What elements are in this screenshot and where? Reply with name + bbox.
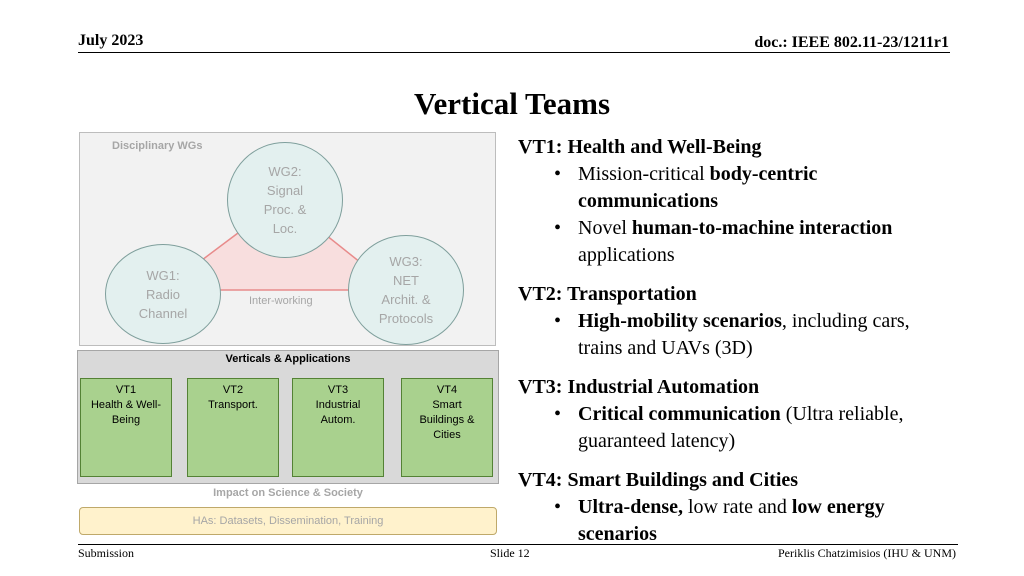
bullet-emphasis: Ultra-dense, [578,496,683,518]
vt1-bullet-2: • Novel human-to-machine interaction app… [518,215,958,269]
bullet-text: Novel [578,217,632,239]
vt3-bullet-1: • Critical communication (Ultra reliable… [518,401,958,455]
vt1-heading: VT1: Health and Well-Being [518,136,762,158]
vertical-teams-list: VT1: Health and Well-Being • Mission-cri… [518,134,958,560]
vt2-bullet-1: • High-mobility scenarios, including car… [518,308,958,362]
footer-slide-number: Slide 12 [490,546,530,560]
has-label: HAs: Datasets, Dissemination, Training [192,515,384,527]
interworking-label: Inter-working [249,295,313,307]
bullet-marker: • [554,403,562,425]
bullet-marker: • [554,163,562,185]
bullet-text: applications [578,244,675,266]
vt1-box: VT1 Health & Well- Being [80,378,172,477]
slide-title: Vertical Teams [413,86,611,121]
header-doc-id: doc.: IEEE 802.11-23/1211r1 [754,34,949,51]
vt4-heading: VT4: Smart Buildings and Cities [518,469,799,491]
wg1-circle: WG1: Radio Channel [105,244,221,344]
bullet-emphasis: body-centric communications [578,163,818,212]
vt4-box: VT4 Smart Buildings & Cities [401,378,493,477]
vt2-heading: VT2: Transportation [518,283,697,305]
bullet-emphasis: High-mobility scenarios [578,310,782,332]
impact-label: Impact on Science & Society [213,487,363,499]
vt2-section: VT2: Transportation • High-mobility scen… [518,281,958,362]
bullet-emphasis: low energy scenarios [578,496,885,545]
header-rule [78,52,950,53]
vt2-box: VT2 Transport. [187,378,279,477]
footer-rule [78,544,958,545]
bullet-text: Mission-critical [578,163,710,185]
vt1-section: VT1: Health and Well-Being • Mission-cri… [518,134,958,269]
bullet-marker: • [554,310,562,332]
vt4-section: VT4: Smart Buildings and Cities • Ultra-… [518,467,958,548]
vt4-bullet-1: • Ultra-dense, low rate and low energy s… [518,494,958,548]
vt3-heading: VT3: Industrial Automation [518,376,760,398]
bullet-text: (Ultra reliable, guaranteed latency) [578,403,904,452]
bullet-marker: • [554,217,562,239]
bullet-emphasis: human-to-machine interaction [631,217,893,239]
bullet-marker: • [554,496,562,518]
vt3-box: VT3 Industrial Autom. [292,378,384,477]
footer-author: Periklis Chatzimisios (IHU & UNM) [778,546,956,560]
vt3-section: VT3: Industrial Automation • Critical co… [518,374,958,455]
disciplinary-wgs-label: Disciplinary WGs [112,140,203,152]
verticals-label: Verticals & Applications [225,353,351,365]
vt1-bullet-1: • Mission-critical body-centric communic… [518,161,958,215]
footer-submission: Submission [78,546,135,560]
header-date: July 2023 [78,32,144,49]
bullet-text: , including cars, trains and UAVs (3D) [578,310,910,359]
has-box: HAs: Datasets, Dissemination, Training [79,507,497,535]
wg2-circle: WG2: Signal Proc. & Loc. [227,142,343,258]
bullet-emphasis: Critical communication [578,403,781,425]
bullet-text: low rate and [682,496,792,518]
wg3-circle: WG3: NET Archit. & Protocols [348,235,464,345]
